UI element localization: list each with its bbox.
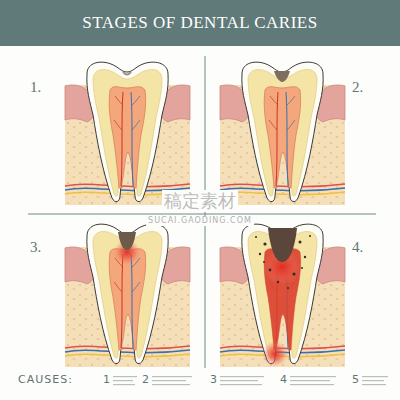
label-slot: 稿定素材 bbox=[162, 190, 238, 212]
watermark: SUCAI.GAODING.COM bbox=[146, 216, 254, 226]
cause-number: 3 bbox=[210, 373, 217, 386]
stage-number: 2. bbox=[352, 78, 363, 96]
label-slot: 3. bbox=[30, 238, 41, 256]
label-slot: 3 bbox=[210, 373, 217, 386]
watermark: 稿定素材 bbox=[162, 190, 238, 212]
panel-divider bbox=[205, 56, 206, 368]
tooth-stage-1 bbox=[65, 62, 190, 205]
cause-number: 4 bbox=[280, 373, 287, 386]
title-band bbox=[0, 0, 400, 46]
label-slot: SUCAI.GAODING.COM bbox=[146, 216, 254, 226]
tooth-stage-2 bbox=[220, 62, 345, 205]
cause-number: 2 bbox=[142, 373, 149, 386]
label-slot: 4. bbox=[352, 238, 363, 256]
panel-divider bbox=[28, 214, 376, 215]
label-slot: 2. bbox=[352, 78, 363, 96]
label-slot: 4 bbox=[280, 373, 287, 386]
tooth-stage-4 bbox=[220, 224, 345, 367]
cause-text-lines bbox=[113, 376, 388, 385]
diagram-title: STAGES OF DENTAL CARIES bbox=[82, 13, 317, 33]
label-slot: 1. bbox=[30, 78, 41, 96]
stage-number: 4. bbox=[352, 238, 363, 256]
cause-number: 1 bbox=[103, 373, 110, 386]
stage-number: 1. bbox=[30, 78, 41, 96]
label-slot: 5 bbox=[352, 373, 359, 386]
cause-number: 5 bbox=[352, 373, 359, 386]
title-slot: STAGES OF DENTAL CARIES bbox=[0, 0, 400, 46]
tooth-stage-3 bbox=[65, 224, 190, 367]
label-slot: CAUSES: bbox=[18, 373, 73, 386]
stage-number: 3. bbox=[30, 238, 41, 256]
label-slot: 2 bbox=[142, 373, 149, 386]
causes-heading: CAUSES: bbox=[18, 373, 73, 386]
label-slot: 1 bbox=[103, 373, 110, 386]
